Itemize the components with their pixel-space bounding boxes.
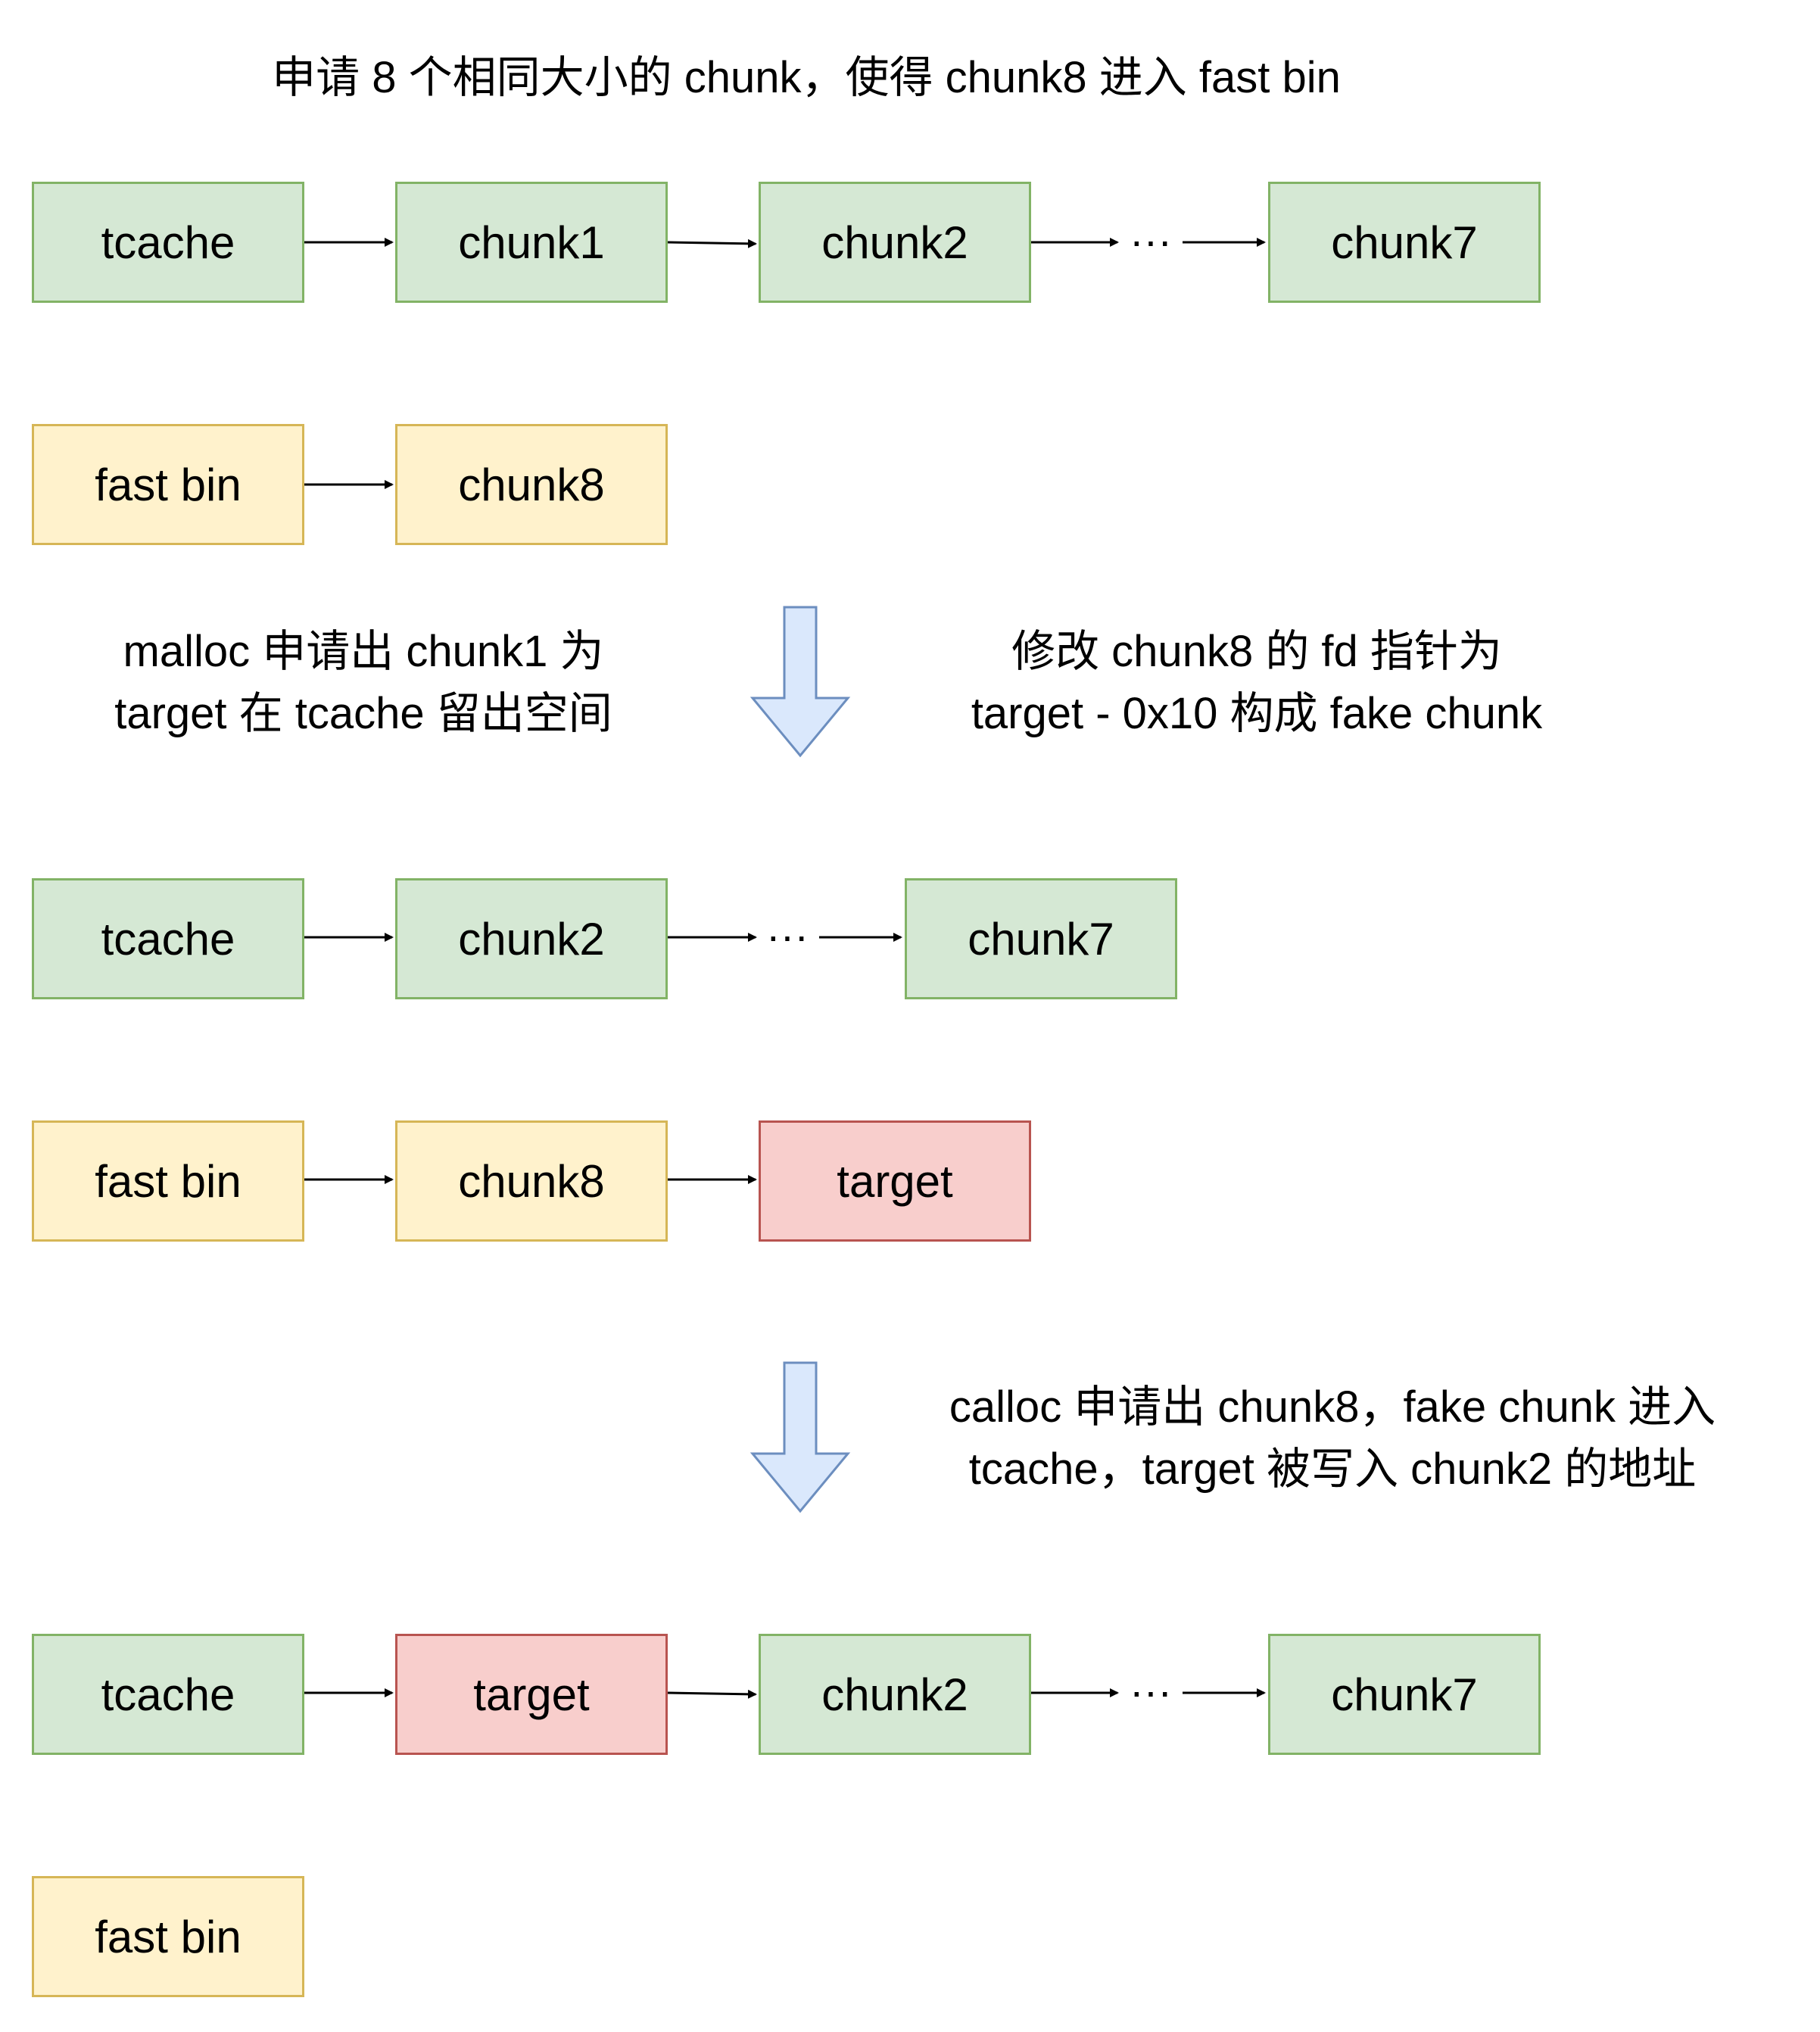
step1-left-caption: malloc 申请出 chunk1 为 target 在 tcache 留出空间 xyxy=(61,621,666,745)
arrow-target-chunk2 xyxy=(667,1689,757,1699)
stage2-tcache-head: tcache xyxy=(32,878,304,999)
step2-right-caption: calloc 申请出 chunk8，fake chunk 进入 tcache，t… xyxy=(893,1376,1772,1501)
stage1-chunk1: chunk1 xyxy=(395,182,668,303)
stage3-chunk7: chunk7 xyxy=(1268,1634,1541,1755)
stage2-chunk2: chunk2 xyxy=(395,878,668,999)
stage1-chunk7: chunk7 xyxy=(1268,182,1541,303)
stage1-fastbin-head: fast bin xyxy=(32,424,304,545)
stage2-ellipsis: ··· xyxy=(766,912,809,959)
step2-right-line2: tcache，target 被写入 chunk2 的地址 xyxy=(968,1445,1697,1494)
step1-left-line1: malloc 申请出 chunk1 为 xyxy=(123,627,604,676)
step2-right-line1: calloc 申请出 chunk8，fake chunk 进入 xyxy=(949,1382,1716,1432)
stage2-fastbin-head: fast bin xyxy=(32,1120,304,1242)
arrow-chunk1-chunk2 xyxy=(667,238,757,248)
stage3-tcache-head: tcache xyxy=(32,1634,304,1755)
stage1-ellipsis: ··· xyxy=(1130,217,1172,264)
stage2-chunk7: chunk7 xyxy=(905,878,1177,999)
step1-right-line1: 修改 chunk8 的 fd 指针为 xyxy=(1011,627,1502,676)
down-arrow-2 xyxy=(750,1361,851,1513)
stage1-tcache-head: tcache xyxy=(32,182,304,303)
stage3-chunk2: chunk2 xyxy=(759,1634,1031,1755)
step1-right-line2: target - 0x10 构成 fake chunk xyxy=(971,689,1543,738)
top-caption: 申请 8 个相同大小的 chunk，使得 chunk8 进入 fast bin xyxy=(272,53,1341,102)
stage1-chunk2: chunk2 xyxy=(759,182,1031,303)
stage2-chunk8: chunk8 xyxy=(395,1120,668,1242)
step1-right-caption: 修改 chunk8 的 fd 指针为 target - 0x10 构成 fake… xyxy=(924,621,1590,745)
stage1-chunk8: chunk8 xyxy=(395,424,668,545)
stage2-target: target xyxy=(759,1120,1031,1242)
stage3-fastbin-head: fast bin xyxy=(32,1876,304,1997)
step1-left-line2: target 在 tcache 留出空间 xyxy=(114,689,612,738)
stage3-target: target xyxy=(395,1634,668,1755)
down-arrow-1 xyxy=(750,606,851,758)
stage3-ellipsis: ··· xyxy=(1130,1667,1172,1715)
